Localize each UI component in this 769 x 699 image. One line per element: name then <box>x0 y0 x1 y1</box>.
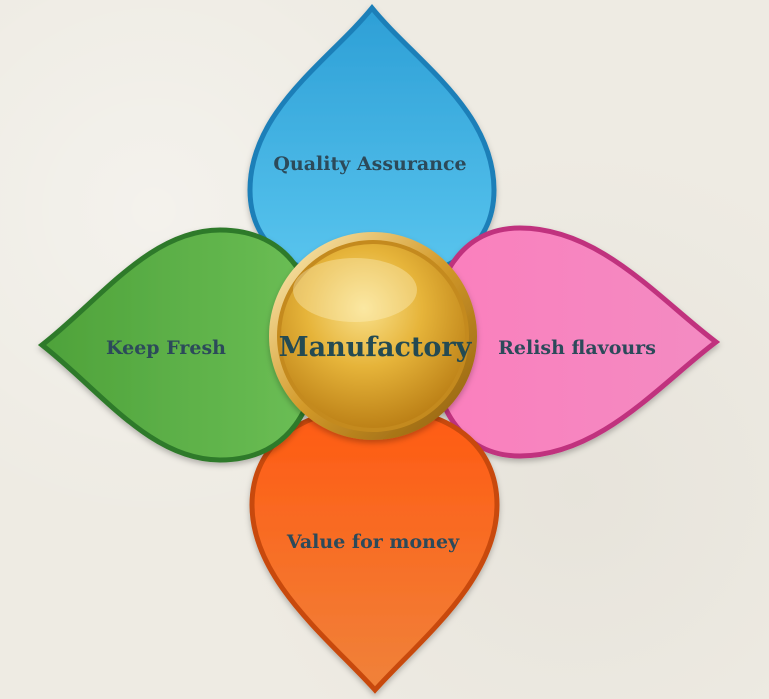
petal-top-label: Quality Assurance <box>273 153 466 175</box>
center-coin-highlight <box>293 258 417 322</box>
center-label: Manufactory <box>279 332 473 363</box>
petal-left-label: Keep Fresh <box>106 337 226 359</box>
petal-bottom: Value for money <box>249 405 500 694</box>
center-coin: Manufactory <box>269 232 477 440</box>
petal-right-label: Relish flavours <box>498 337 656 359</box>
center-coin-face <box>281 244 465 428</box>
petal-bottom-label: Value for money <box>286 531 460 553</box>
